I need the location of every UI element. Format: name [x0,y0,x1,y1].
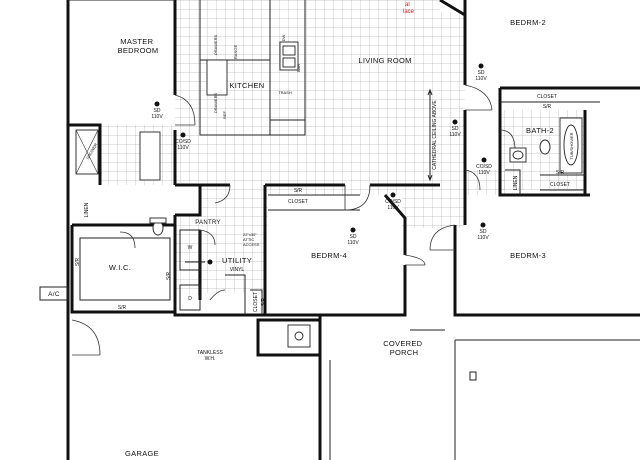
covered-porch-label: COVERED PORCH [383,339,425,357]
kitchen-label: KITCHEN [229,81,264,90]
bar-label: BAR [296,64,301,72]
utility-label: UTILITY [222,256,252,265]
dw-label: DW [281,34,286,41]
bedrm2-label: BEDRM-2 [510,18,546,27]
room-labels: MASTER BEDROOM KITCHEN LIVING ROOM BEDRM… [48,18,554,458]
sr-bedrm4-label: S/R [294,188,303,194]
tub-shower-label: TUB/SHOWER [569,132,574,159]
drawers-top-label: DRAWERS [213,35,218,56]
walls [66,0,640,460]
sr-bedrm3-label: S/R [556,170,565,176]
trash-label: TRASH [278,90,292,95]
sr-wic-left-label: S/R [75,257,81,266]
wic-label: W.I.C. [109,263,131,272]
sr-wic-right-label: S/R [166,271,172,280]
detector-symbols [154,63,487,265]
ref-label: REF [222,110,227,119]
bedrm3-label: BEDRM-3 [510,251,546,260]
linen-master-label: LINEN [84,202,90,217]
linen-hall-label: LINEN [513,175,519,190]
red-note-fragment-2: lace [403,9,415,15]
closet-utility-label: CLOSET [253,292,259,312]
pantry-label: PANTRY [195,220,221,226]
sr-bedrm2-label: S/R [543,104,552,110]
sr-wic-bottom-label: S/R [118,305,127,311]
red-note-fragment-1: al [405,2,410,8]
drawers-bottom-label: DRAWERS [213,93,218,114]
closet-bedrm2-label: CLOSET [537,94,557,100]
door-swings [71,84,516,356]
range-label: RANGE [233,45,238,60]
closet-bedrm4-label: CLOSET [288,199,308,205]
sr-utility-label: S/R [261,297,267,306]
master-bedroom-label: MASTER BEDROOM [118,37,159,55]
dryer-label: D [188,296,192,302]
bath2-label: BATH-2 [526,126,554,135]
washer-label: W [188,245,193,251]
vinyl-label: VINYL [230,267,245,273]
fixtures [75,41,583,348]
cathedral-label: CATHEDRAL CEILING ABOVE [432,100,438,170]
bedrm4-label: BEDRM-4 [311,251,347,260]
ac-label: A/C [48,291,60,298]
living-room-label: LIVING ROOM [358,56,411,65]
closet-bedrm3-label: CLOSET [550,182,570,188]
interior-lines [39,0,640,460]
garage-label: GARAGE [125,449,159,458]
